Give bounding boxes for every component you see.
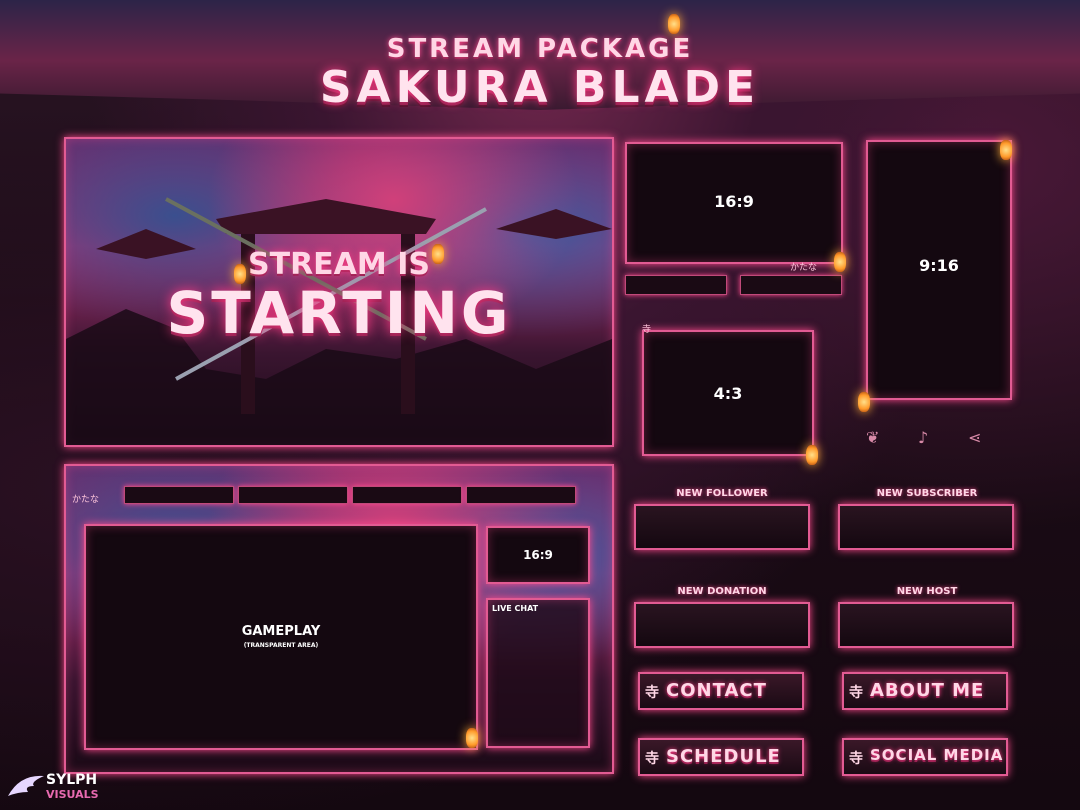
webcam-kanji: 寺: [642, 325, 652, 335]
panel-about-me[interactable]: 寺 ABOUT ME: [842, 672, 1008, 710]
panel-label: CONTACT: [666, 680, 767, 701]
panel-label: SCHEDULE: [666, 746, 781, 767]
webcam-4-3: 4:3: [642, 330, 814, 456]
alert-title-subscriber: NEW SUBSCRIBER: [876, 488, 978, 499]
panel-kanji: 寺: [645, 751, 659, 767]
lantern-icon: [668, 14, 680, 34]
panel-label: SOCIAL MEDIA: [870, 746, 1004, 764]
alert-title-host: NEW HOST: [896, 586, 958, 597]
bell-icon: ♪: [918, 428, 929, 447]
live-chat-label: LIVE CHAT: [492, 604, 539, 613]
overlay-webcam-label: 16:9: [523, 548, 553, 562]
package-title: SAKURA BLADE: [319, 62, 761, 113]
webcam-16-9: 16:9: [625, 142, 843, 264]
lantern-icon: [1000, 140, 1012, 160]
panel-schedule[interactable]: 寺 SCHEDULE: [638, 738, 804, 776]
panel-kanji: 寺: [849, 751, 863, 767]
package-subtitle: STREAM PACKAGE: [386, 34, 694, 64]
panel-label: ABOUT ME: [870, 680, 985, 701]
overlay-bar-slot: [352, 486, 462, 504]
panel-kanji: 寺: [849, 685, 863, 701]
lantern-icon: [806, 445, 818, 465]
wing-icon: [8, 775, 44, 796]
webcam-jp-label: かたな: [790, 263, 818, 273]
alert-follower: [634, 504, 810, 550]
panel-kanji: 寺: [645, 685, 659, 701]
lantern-icon: [858, 392, 870, 412]
gameplay-area: GAMEPLAY (TRANSPARENT AREA): [84, 524, 478, 750]
panel-social-media[interactable]: 寺 SOCIAL MEDIA: [842, 738, 1008, 776]
gameplay-overlay: かたな GAMEPLAY (TRANSPARENT AREA) 16:9 LIV…: [64, 464, 614, 774]
starting-screen: STREAM IS STARTING: [64, 137, 614, 447]
webcam-16-9-label: 16:9: [714, 192, 754, 211]
webcam-9-16: 9:16: [866, 140, 1012, 400]
panel-contact[interactable]: 寺 CONTACT: [638, 672, 804, 710]
webcam-bar-left: [625, 275, 727, 295]
starting-line1: STREAM IS: [248, 247, 430, 282]
heart-icon: ❦: [866, 428, 880, 447]
lantern-icon: [234, 264, 246, 284]
alert-title-follower: NEW FOLLOWER: [676, 488, 768, 499]
overlay-jp-label: かたな: [72, 495, 100, 505]
alert-subscriber: [838, 504, 1014, 550]
brand-logo: SYLPH VISUALS: [6, 770, 116, 804]
brand-line2: VISUALS: [46, 788, 99, 801]
gameplay-sublabel: (TRANSPARENT AREA): [243, 642, 319, 649]
overlay-webcam: 16:9: [486, 526, 590, 584]
lantern-icon: [834, 252, 846, 272]
webcam-4-3-label: 4:3: [713, 384, 743, 403]
brand-line1: SYLPH: [46, 772, 98, 788]
gameplay-label: GAMEPLAY: [241, 624, 321, 639]
starting-line2: STARTING: [166, 279, 512, 347]
alert-title-donation: NEW DONATION: [677, 586, 767, 597]
share-icon: ⋖: [968, 428, 982, 447]
webcam-9-16-label: 9:16: [919, 256, 959, 275]
lantern-icon: [432, 244, 444, 264]
lantern-icon: [466, 728, 478, 748]
overlay-bar-slot: [238, 486, 348, 504]
live-chat-box: LIVE CHAT: [486, 598, 590, 748]
overlay-bar-slot: [124, 486, 234, 504]
alert-donation: [634, 602, 810, 648]
alert-host: [838, 602, 1014, 648]
overlay-bar-slot: [466, 486, 576, 504]
sky-banner: [0, 0, 1080, 110]
webcam-bar-right: [740, 275, 842, 295]
